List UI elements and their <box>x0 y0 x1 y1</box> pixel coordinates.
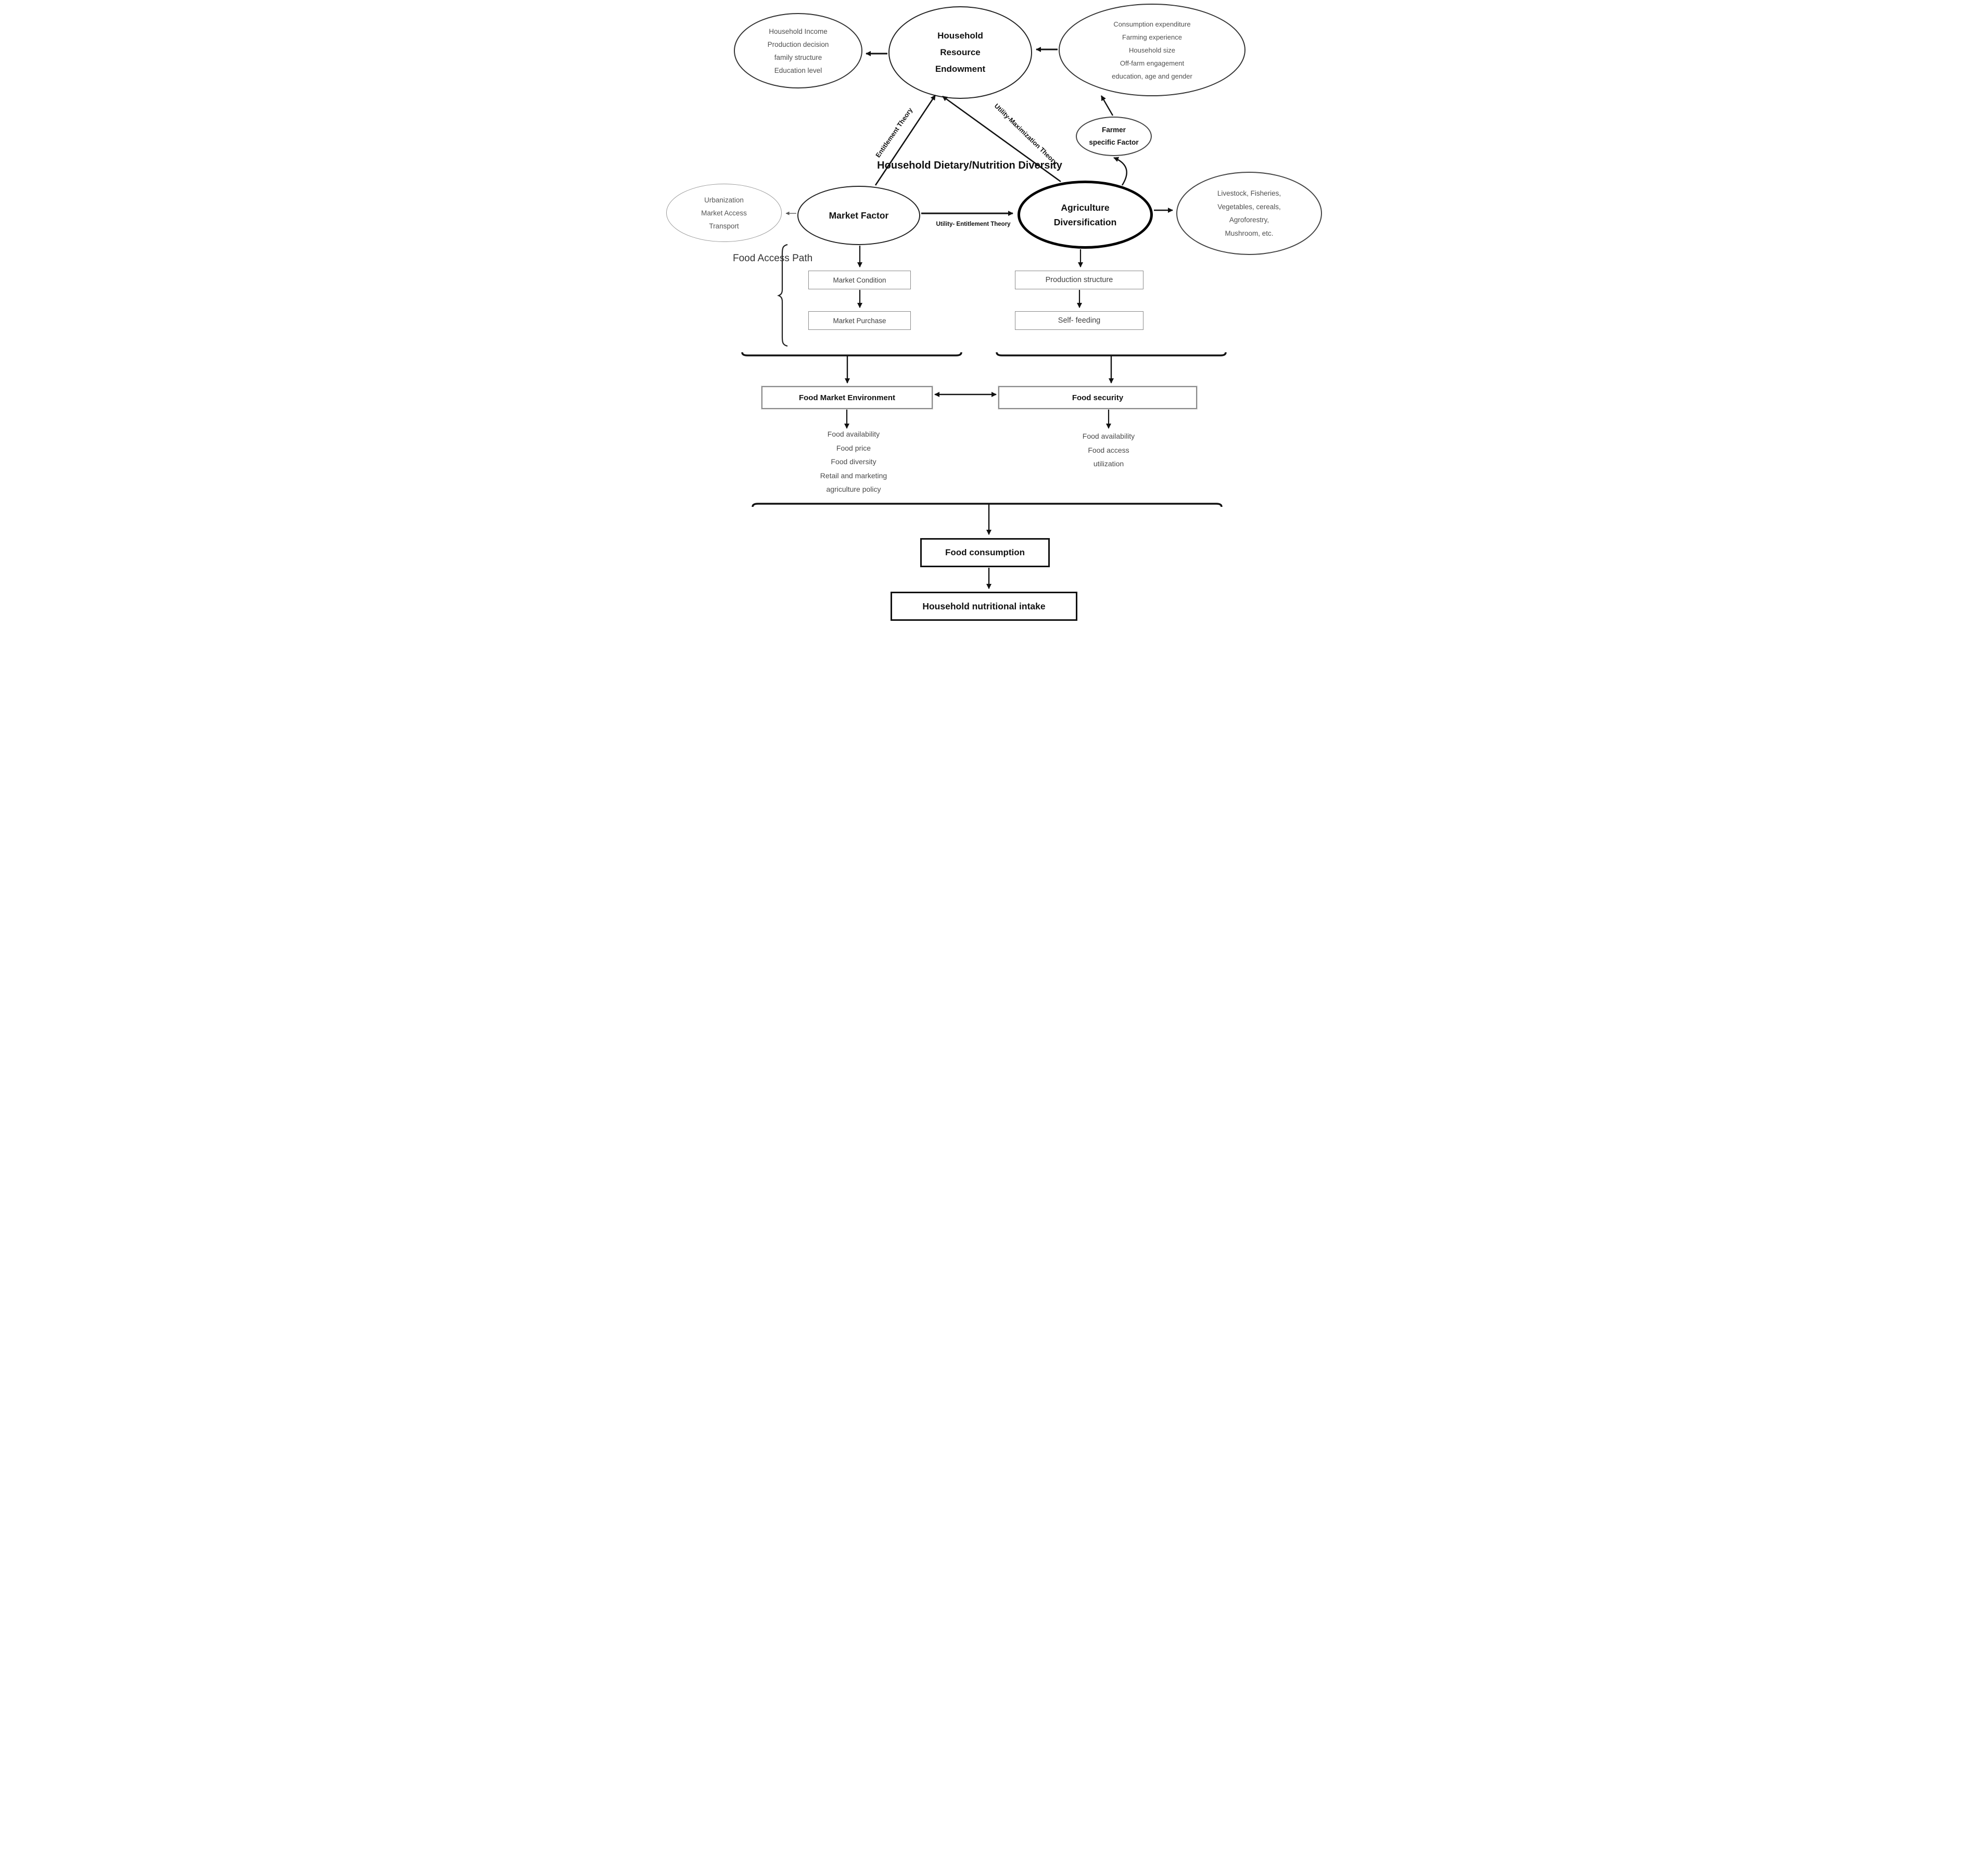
food-market-environment-list: Food availability Food price Food divers… <box>776 427 932 496</box>
node-line: Livestock, Fisheries, <box>1217 189 1281 197</box>
box-self-feeding: Self- feeding <box>1015 311 1143 330</box>
node-line: Household size <box>1129 46 1175 54</box>
box-market-purchase: Market Purchase <box>808 311 911 330</box>
list-item: agriculture policy <box>826 485 881 493</box>
node-line: Endowment <box>935 64 986 74</box>
node-agri-outputs: Livestock, Fisheries, Vegetables, cereal… <box>1176 172 1322 255</box>
node-line: Mushroom, etc. <box>1225 229 1274 237</box>
node-line: family structure <box>774 53 822 61</box>
node-line: Farming experience <box>1122 33 1182 41</box>
box-label: Self- feeding <box>1058 316 1101 325</box>
title-line: Household <box>877 160 931 171</box>
node-market-factor: Market Factor <box>797 186 920 245</box>
box-label: Production structure <box>1045 276 1113 284</box>
list-item: utilization <box>1093 460 1124 468</box>
node-household-income: Household Income Production decision fam… <box>734 13 862 88</box>
box-food-market-environment: Food Market Environment <box>761 386 933 409</box>
edge-label-entitlement-theory: Entitlement Theory <box>874 106 914 159</box>
list-item: Food availability <box>1082 432 1135 440</box>
arrow-farmer-factor-to-influences <box>1100 95 1114 116</box>
box-food-security: Food security <box>998 386 1197 409</box>
concept-diagram: Household Income Production decision fam… <box>661 0 1322 626</box>
node-line: Vegetables, cereals, <box>1217 202 1281 211</box>
node-line: education, age and gender <box>1112 72 1192 80</box>
node-line: Market Access <box>701 209 747 217</box>
food-security-list: Food availability Food access utilizatio… <box>1031 429 1187 471</box>
edge-label-utility-entitlement-theory: Utility- Entitlement Theory <box>936 221 1011 227</box>
node-line: Production decision <box>767 40 829 48</box>
box-label: Household nutritional intake <box>922 601 1046 611</box>
box-market-condition: Market Condition <box>808 271 911 289</box>
box-food-consumption: Food consumption <box>920 538 1050 567</box>
node-household-resource-endowment: Household Resource Endowment <box>888 6 1032 99</box>
box-label: Market Condition <box>833 276 886 284</box>
node-line: Consumption expenditure <box>1113 20 1191 28</box>
list-item: Food availability <box>827 430 880 438</box>
node-line: Off-farm engagement <box>1120 59 1185 67</box>
box-label: Market Purchase <box>833 316 886 325</box>
node-agriculture-diversification: Agriculture Diversification <box>1018 181 1153 249</box>
box-label: Food security <box>1072 393 1124 402</box>
node-line: Diversification <box>1053 216 1117 227</box>
node-line: Household Income <box>769 27 828 35</box>
node-farmer-influences: Consumption expenditure Farming experien… <box>1059 4 1245 96</box>
bracket-right <box>996 352 1227 356</box>
diagram-title: Household Dietary/Nutrition Diversity <box>877 156 1062 175</box>
node-line: Urbanization <box>704 196 744 204</box>
node-line: Household <box>937 31 983 41</box>
box-household-nutritional-intake: Household nutritional intake <box>891 592 1077 621</box>
food-access-path-label: Food Access Path <box>733 251 812 266</box>
node-line: Farmer <box>1102 126 1126 134</box>
arrow-agri-diversification-to-farmer-factor <box>1113 157 1127 186</box>
bracket-left <box>741 352 962 356</box>
node-line: specific Factor <box>1089 138 1139 146</box>
box-label: Food consumption <box>945 547 1025 557</box>
label-line: Path <box>792 253 813 264</box>
node-line: Education level <box>774 66 822 74</box>
list-item: Food diversity <box>831 457 876 466</box>
list-item: Food price <box>836 443 871 452</box>
node-line: Agriculture <box>1061 202 1110 213</box>
node-farmer-specific-factor: Farmer specific Factor <box>1076 117 1152 156</box>
node-line: Resource <box>940 47 981 57</box>
label-line: Access <box>757 253 790 264</box>
node-line: Agroforestry, <box>1229 216 1269 224</box>
label-line: Food <box>733 253 756 264</box>
node-urbanization: Urbanization Market Access Transport <box>666 184 782 242</box>
node-label: Market Factor <box>829 210 889 221</box>
list-item: Retail and marketing <box>820 471 887 480</box>
title-line: Dietary/Nutrition <box>934 160 1015 171</box>
node-line: Transport <box>709 222 739 230</box>
list-item: Food access <box>1088 445 1129 454</box>
box-label: Food Market Environment <box>798 393 896 402</box>
box-production-structure: Production structure <box>1015 271 1143 289</box>
bracket-bottom <box>752 503 1223 507</box>
